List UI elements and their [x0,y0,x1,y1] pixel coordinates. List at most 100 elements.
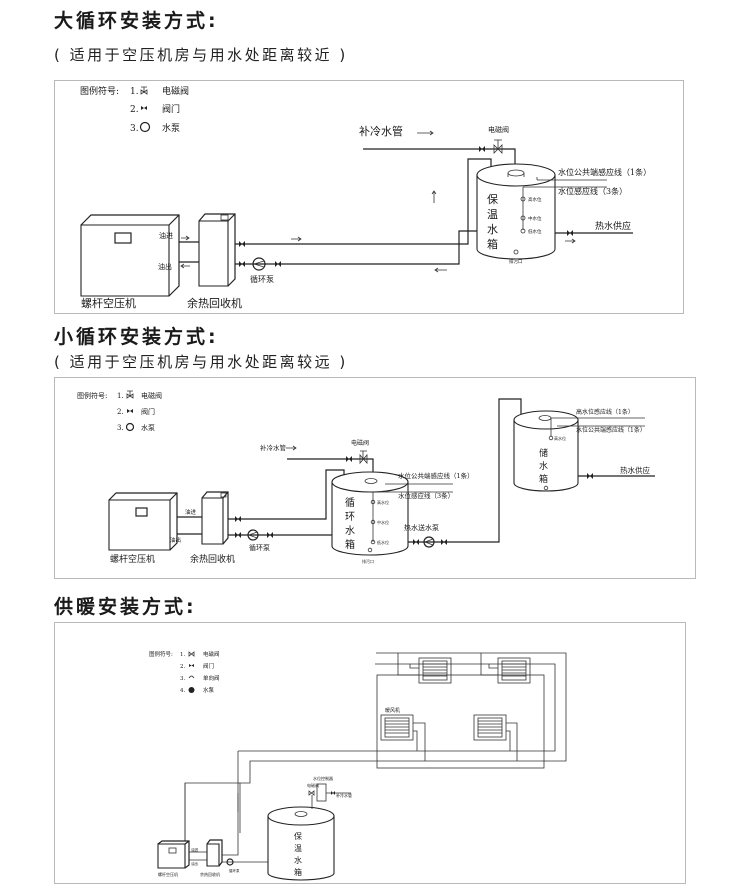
legend: 图例符号: 1. 电磁阀 2. 阀门 3. 水泵 [77,390,162,432]
legend-prefix: 图例符号: [80,85,119,97]
tank-char-1: 保 [487,192,498,206]
storage-char-3: 箱 [539,473,548,485]
legend-num-3: 3. [180,676,185,682]
oil-out-label: 油出 [158,262,172,271]
gate-valve-icon [275,261,281,267]
legend-num-1: 1. [130,87,139,97]
check-valve-icon [188,675,195,679]
heat-recovery-unit: 余热回收机 [200,839,223,877]
legend-num-1: 1. [180,652,185,658]
gate-valve-icon [127,409,133,413]
legend-num-1: 1. [117,392,124,400]
gate-valve-icon [413,539,419,545]
solenoid-valve-icon [493,139,503,154]
solenoid-valve-label: 电磁阀 [351,439,369,447]
gate-valve-icon [331,791,335,795]
fan-coil-label: 暖风机 [385,707,400,714]
insulated-water-tank: 保 温 水 箱 高水位 中水位 低水位 排污口 [476,163,556,265]
drain-label: 排污口 [362,558,374,564]
common-sensor-label: 水位公共端感应线（1条） [558,167,651,177]
level-controller-label: 水位控制器 [313,775,333,781]
gate-valve-icon [267,532,273,538]
tank-char-4: 箱 [345,538,355,551]
tank-char-4: 箱 [294,867,302,877]
legend-label-1: 电磁阀 [203,650,220,658]
circulation-pump-label: 循环泵 [229,868,240,873]
cold-water-pipe-label: 补冷水管 [336,792,352,798]
low-level-label: 低水位 [528,228,542,235]
oil-out-label: 油出 [170,536,181,544]
heat-recovery-unit: 余热回收机 [190,491,235,565]
legend: 图例符号: 1. 电磁阀 2. 阀门 3. 水泵 [80,85,189,134]
common-sensor-label: 水位公共端感应线（1条） [398,471,474,480]
tank-char-4: 箱 [487,237,498,251]
gate-valve-icon [346,456,352,462]
storage-char-2: 水 [539,460,548,472]
storage-high-sensor-label: 高水位感应线（1条） [576,408,634,416]
legend-num-3: 3. [117,424,124,432]
gate-valve-icon [587,473,593,479]
legend-num-4: 4. [180,688,185,694]
low-level-label: 低水位 [377,539,389,545]
tank-char-3: 水 [345,525,355,537]
cold-water-pipe-label: 补冷水管 [359,124,403,138]
solenoid-valve-icon [126,390,134,399]
legend-label-2: 阀门 [141,407,155,416]
solenoid-valve-label: 电磁阀 [307,782,319,788]
diagram-large-loop-svg: 图例符号: 1. 电磁阀 2. 阀门 3. 水泵 螺杆空压机 余热回收机 [80,85,651,310]
transfer-pump-icon [423,536,435,548]
tank-char-2: 温 [487,208,498,221]
heat-recovery-unit: 余热回收机 [187,213,242,310]
tank-char-3: 水 [294,855,302,865]
cold-water-pipe-label: 补冷水管 [260,443,287,452]
solenoid-valve-icon [308,790,315,796]
water-pump-icon [139,121,151,133]
solenoid-valve-icon [140,86,148,95]
circulation-pump-icon [226,858,234,866]
circulation-pump-icon [252,257,266,271]
compressor-label: 螺杆空压机 [158,871,178,877]
gate-valve-icon [479,146,485,152]
circulation-pump-label: 循环泵 [250,274,274,284]
gate-valve-icon [239,261,245,267]
hot-water-supply-label: 热水供应 [595,220,631,232]
drain-label: 排污口 [509,258,523,265]
section-title-small-loop: 小循环安装方式: [54,326,219,348]
screw-compressor: 螺杆空压机 [157,840,190,877]
transfer-pump-label: 热水送水泵 [404,523,439,532]
level-sensor-label: 水位感应线（3条） [558,186,627,196]
gate-valve-icon [141,106,147,110]
diagram-large-loop: 图例符号: 1. 电磁阀 2. 阀门 3. 水泵 螺杆空压机 余热回收机 [54,80,684,314]
legend-label-1: 电磁阀 [162,85,189,97]
tank-char-2: 温 [294,844,302,853]
tank-char-3: 水 [487,223,498,236]
heat-recovery-label: 余热回收机 [190,553,235,565]
circulation-pump-icon [247,529,259,541]
gate-valve-icon [235,532,241,538]
tank-char-2: 环 [345,512,355,523]
tank-char-1: 保 [294,831,302,841]
level-sensor-label: 水位感应线（3条） [398,491,454,500]
circulation-water-tank: 循 环 水 箱 高水位 中水位 低水位 排污口 [331,471,409,564]
water-pump-icon [125,422,135,432]
oil-in-label: 油进 [191,847,198,852]
fan-coil-unit [380,714,414,741]
solenoid-valve-icon [188,651,195,657]
legend-num-2: 2. [117,408,124,416]
screw-compressor: 螺杆空压机 [108,492,178,565]
fan-coil-unit [418,657,452,684]
legend-prefix: 图例符号: [77,391,107,400]
legend-label-3: 水泵 [141,423,155,432]
mid-level-label: 中水位 [528,215,542,222]
compressor-label: 螺杆空压机 [81,296,136,310]
legend-label-2: 阀门 [162,103,180,115]
compressor-label: 螺杆空压机 [110,553,155,565]
gate-valve-icon [441,539,447,545]
solenoid-valve-label: 电磁阀 [488,125,509,134]
heat-recovery-label: 余热回收机 [200,871,220,877]
storage-water-tank: 储 水 箱 高水位 [513,410,579,492]
solenoid-valve-icon [359,450,368,465]
tank-char-1: 循 [345,496,355,509]
gate-valve-icon [239,241,245,247]
oil-out-label: 油出 [191,861,198,866]
